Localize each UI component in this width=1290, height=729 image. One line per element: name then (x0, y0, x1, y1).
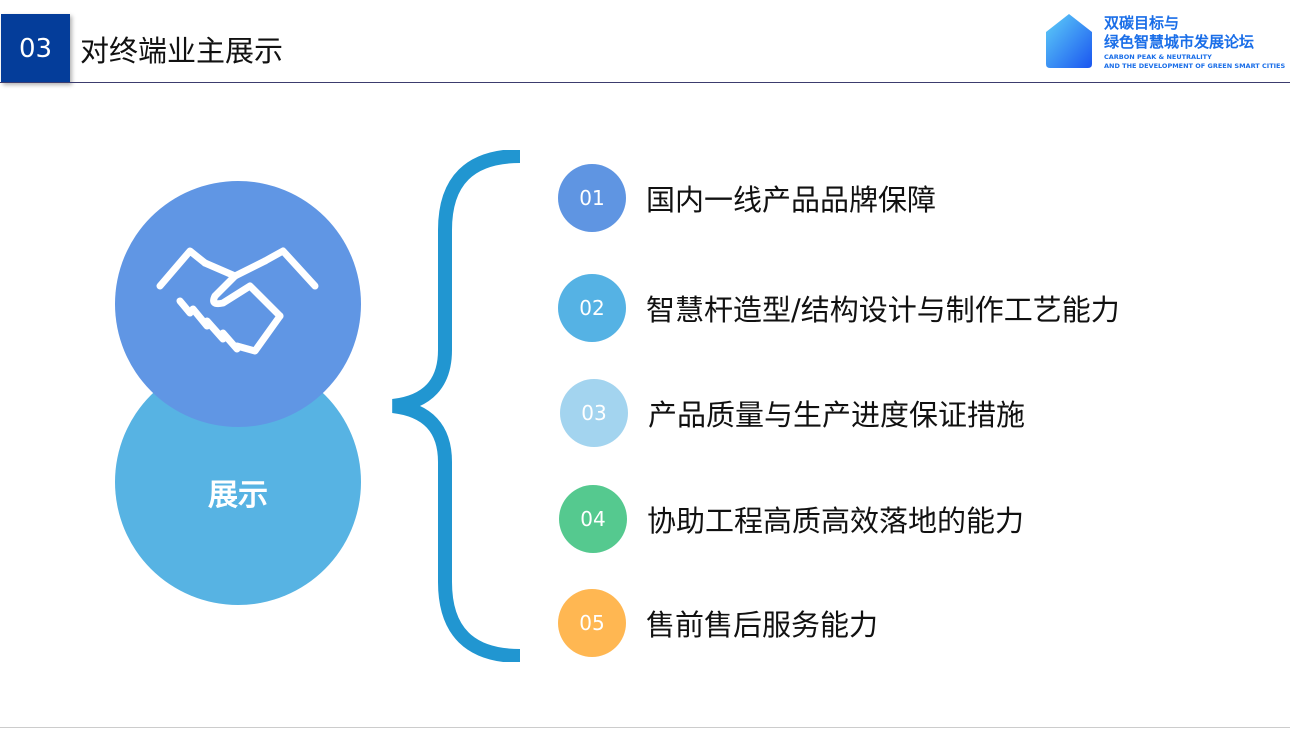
house-logo-icon (1046, 14, 1092, 68)
logo-en-line1: CARBON PEAK & NEUTRALITY (1104, 53, 1212, 61)
page-title: 对终端业主展示 (80, 34, 284, 68)
list-item: 04 协助工程高质高效落地的能力 (559, 485, 1024, 553)
center-label: 展示 (208, 478, 268, 513)
logo-cn-line2: 绿色智慧城市发展论坛 (1104, 33, 1255, 51)
handshake-icon (156, 247, 319, 355)
item-text: 售前售后服务能力 (646, 608, 879, 642)
list-item: 01 国内一线产品品牌保障 (558, 164, 936, 232)
item-number: 02 (558, 274, 626, 342)
footer-divider (0, 727, 1290, 728)
item-number: 01 (558, 164, 626, 232)
handshake-circle (115, 181, 361, 427)
header-divider (0, 82, 1290, 83)
item-text: 智慧杆造型/结构设计与制作工艺能力 (646, 293, 1120, 327)
list-item: 05 售前售后服务能力 (558, 589, 878, 657)
curly-brace (391, 150, 521, 662)
item-number: 03 (560, 379, 628, 447)
item-text: 国内一线产品品牌保障 (646, 183, 937, 217)
list-item: 02 智慧杆造型/结构设计与制作工艺能力 (558, 274, 1120, 342)
logo-cn-line1: 双碳目标与 (1104, 14, 1180, 32)
logo-en-line2: AND THE DEVELOPMENT OF GREEN SMART CITIE… (1104, 62, 1286, 70)
item-text: 协助工程高质高效落地的能力 (647, 504, 1025, 538)
list-item: 03 产品质量与生产进度保证措施 (560, 379, 1025, 447)
item-text: 产品质量与生产进度保证措施 (648, 398, 1026, 432)
item-number: 04 (559, 485, 627, 553)
section-number-badge: 03 (1, 14, 70, 83)
item-number: 05 (558, 589, 626, 657)
